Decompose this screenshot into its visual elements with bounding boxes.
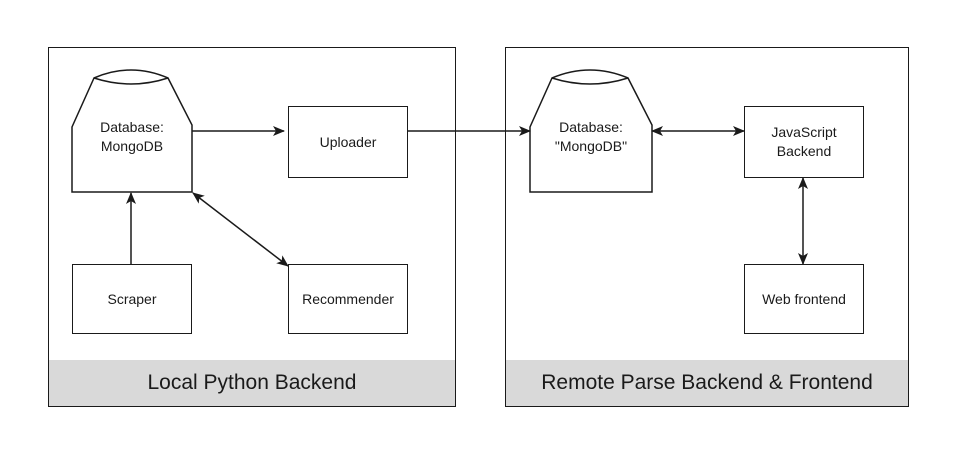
uploader-box: Uploader: [288, 106, 408, 178]
remote-database-shape: [529, 69, 653, 193]
local-database-shape: [71, 69, 193, 193]
recommender-box: Recommender: [288, 264, 408, 334]
local-database-top: [93, 77, 169, 85]
scraper-box: Scraper: [72, 264, 192, 334]
javascript-backend-box: JavaScript Backend: [744, 106, 864, 178]
arrow-db-recommender: [192, 192, 289, 267]
remote-database-top: [551, 77, 629, 85]
local-panel-footer: Local Python Backend: [49, 360, 455, 406]
remote-database-label: Database: "MongoDB": [554, 119, 628, 154]
remote-panel-title: Remote Parse Backend & Frontend: [541, 371, 873, 394]
remote-parse-panel: Remote Parse Backend & Frontend: [505, 47, 909, 407]
remote-panel-footer: Remote Parse Backend & Frontend: [506, 360, 908, 406]
local-database-label: Database: MongoDB: [100, 119, 164, 154]
local-python-backend-panel: Local Python Backend: [48, 47, 456, 407]
local-panel-title: Local Python Backend: [147, 371, 357, 394]
web-frontend-box: Web frontend: [744, 264, 864, 334]
